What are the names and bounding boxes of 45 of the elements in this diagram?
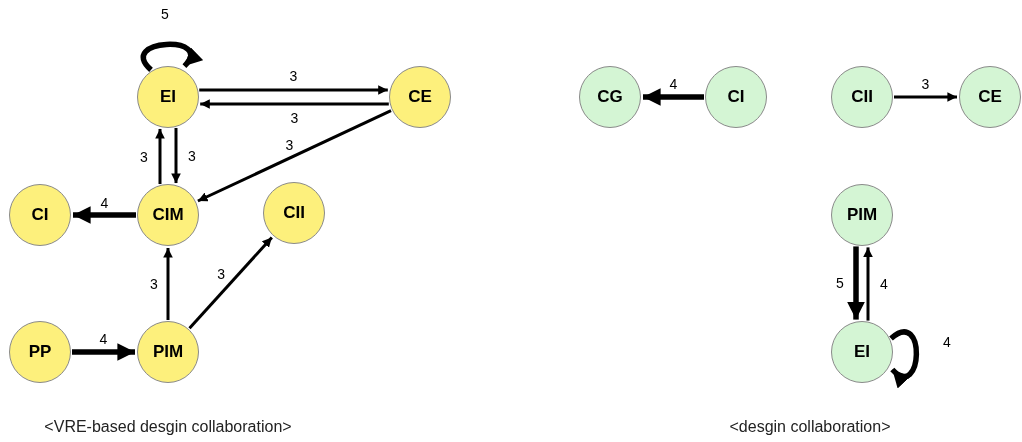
- edge-label: 3: [216, 266, 226, 282]
- node-circle: EI: [831, 321, 893, 383]
- edge-label: 5: [835, 275, 845, 291]
- node-circle: CII: [831, 66, 893, 128]
- edge-label: 3: [289, 110, 300, 126]
- edge-label: 5: [160, 6, 170, 22]
- edge-label: 3: [187, 148, 197, 163]
- node-circle: CG: [579, 66, 641, 128]
- edge-label: 4: [99, 195, 110, 211]
- arrow: [643, 88, 704, 106]
- node-circle: EI: [137, 66, 199, 128]
- edge-label: 3: [139, 149, 149, 164]
- arrow: [863, 247, 873, 321]
- arrow: [197, 109, 392, 203]
- arrow: [847, 246, 865, 320]
- node-circle: CII: [263, 182, 325, 244]
- edge-label: 4: [942, 334, 952, 350]
- arrow: [163, 248, 173, 320]
- edge-label: 3: [284, 137, 295, 153]
- edge-label: 4: [879, 276, 889, 292]
- edge-label: 3: [288, 68, 299, 84]
- edge-label: 4: [668, 76, 679, 92]
- arrow: [889, 329, 920, 388]
- edge-label: 3: [920, 76, 931, 92]
- node-circle: CE: [959, 66, 1021, 128]
- caption-text: <VRE-based desgin collaboration>: [44, 418, 292, 436]
- node-circle: CI: [9, 184, 71, 246]
- arrow: [140, 41, 203, 72]
- arrow: [171, 127, 181, 184]
- arrow: [72, 343, 135, 361]
- edge-label: 3: [149, 276, 159, 292]
- node-circle: CE: [389, 66, 451, 128]
- node-circle: CI: [705, 66, 767, 128]
- arrow: [73, 206, 136, 224]
- arrow: [199, 85, 388, 95]
- node-circle: PIM: [831, 184, 893, 246]
- arrow: [155, 128, 165, 185]
- caption-text: <desgin collaboration>: [729, 418, 891, 436]
- arrow: [200, 99, 389, 109]
- edge-label: 4: [98, 331, 109, 347]
- node-circle: CIM: [137, 184, 199, 246]
- node-circle: PIM: [137, 321, 199, 383]
- arrow: [894, 92, 957, 102]
- node-circle: PP: [9, 321, 71, 383]
- arrow: [188, 236, 273, 330]
